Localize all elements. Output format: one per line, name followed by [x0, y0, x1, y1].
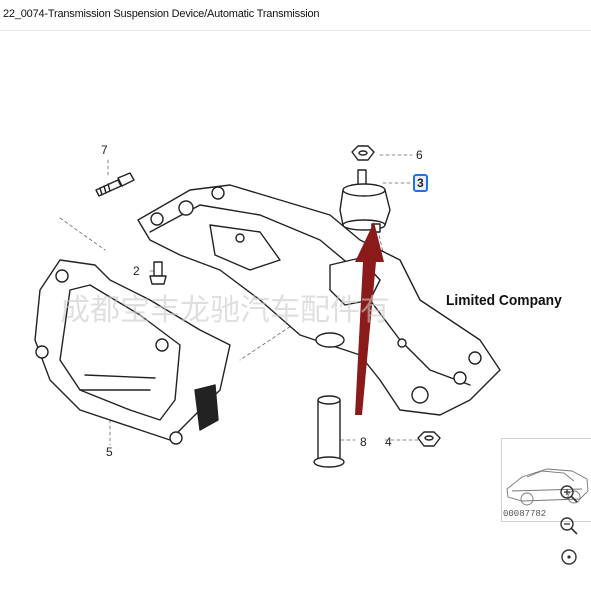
title-bar: 22_0074-Transmission Suspension Device/A… — [0, 0, 591, 31]
callout-8[interactable]: 8 — [360, 435, 367, 449]
callout-4[interactable]: 4 — [385, 435, 392, 449]
callout-6[interactable]: 6 — [416, 148, 423, 162]
bracket-5 — [34, 259, 231, 445]
parts-diagram[interactable]: 成都宝丰龙驰汽车配件有 — [0, 30, 591, 591]
watermark: 成都宝丰龙驰汽车配件有 — [60, 293, 390, 328]
zoom-out-button[interactable] — [557, 514, 581, 538]
zoom-out-icon — [560, 517, 578, 535]
nut-6 — [351, 145, 375, 161]
rubber-mount-3 — [339, 169, 391, 233]
crossmember — [137, 184, 501, 416]
vehicle-thumbnail[interactable] — [501, 438, 591, 522]
company-overlay-text: Limited Company — [446, 292, 562, 309]
zoom-in-icon — [560, 485, 578, 503]
callout-3-highlighted[interactable]: 3 — [413, 174, 428, 192]
callout-5[interactable]: 5 — [106, 445, 113, 459]
thumbnail-code: 00087782 — [503, 509, 547, 519]
callout-2[interactable]: 2 — [133, 264, 140, 278]
reset-zoom-icon — [561, 549, 577, 565]
red-arrow — [355, 222, 384, 415]
zoom-in-button[interactable] — [557, 482, 581, 506]
stud-2 — [149, 261, 167, 285]
pin-8 — [313, 395, 345, 468]
car-icon — [506, 468, 589, 506]
nut-4 — [417, 431, 441, 447]
bolt-7 — [95, 172, 135, 197]
reset-zoom-button[interactable] — [557, 545, 581, 569]
page-title: 22_0074-Transmission Suspension Device/A… — [3, 8, 320, 20]
callout-7[interactable]: 7 — [101, 143, 108, 157]
